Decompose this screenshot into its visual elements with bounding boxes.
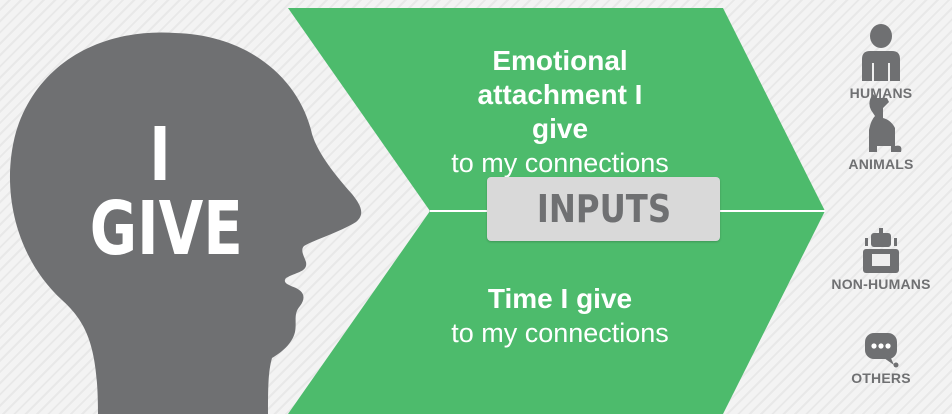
time-heading: Time I give bbox=[487, 283, 633, 314]
speech-bubble-icon bbox=[865, 333, 899, 368]
category-humans: HUMANS bbox=[810, 23, 952, 101]
bottom-chevron bbox=[288, 211, 825, 414]
category-humans-label: HUMANS bbox=[849, 85, 913, 101]
person-icon bbox=[862, 24, 900, 81]
robot-icon bbox=[863, 228, 899, 273]
head-title-line2: GIVE bbox=[89, 186, 243, 272]
head-title-line1: I bbox=[149, 112, 171, 198]
category-animals-label: ANIMALS bbox=[848, 156, 914, 172]
top-chevron bbox=[288, 8, 825, 211]
time-subtext: to my connections bbox=[451, 318, 669, 348]
category-non-humans: NON-HUMANS bbox=[810, 228, 952, 292]
emotional-attachment-subtext: to my connections bbox=[451, 148, 669, 178]
time-text: Time I give to my connections bbox=[390, 282, 730, 350]
head-silhouette bbox=[9, 32, 362, 414]
category-others-label: OTHERS bbox=[851, 370, 911, 386]
emotional-attachment-text: Emotional attachment I give to my connec… bbox=[390, 44, 730, 180]
emotional-attachment-heading: Emotional attachment I give bbox=[477, 45, 643, 144]
category-non-humans-label: NON-HUMANS bbox=[831, 276, 931, 292]
inputs-label: INPUTS bbox=[536, 187, 671, 231]
category-others: OTHERS bbox=[810, 332, 952, 386]
category-animals: ANIMALS bbox=[810, 94, 952, 172]
inputs-label-box: INPUTS bbox=[487, 177, 720, 241]
dog-icon bbox=[869, 94, 902, 152]
